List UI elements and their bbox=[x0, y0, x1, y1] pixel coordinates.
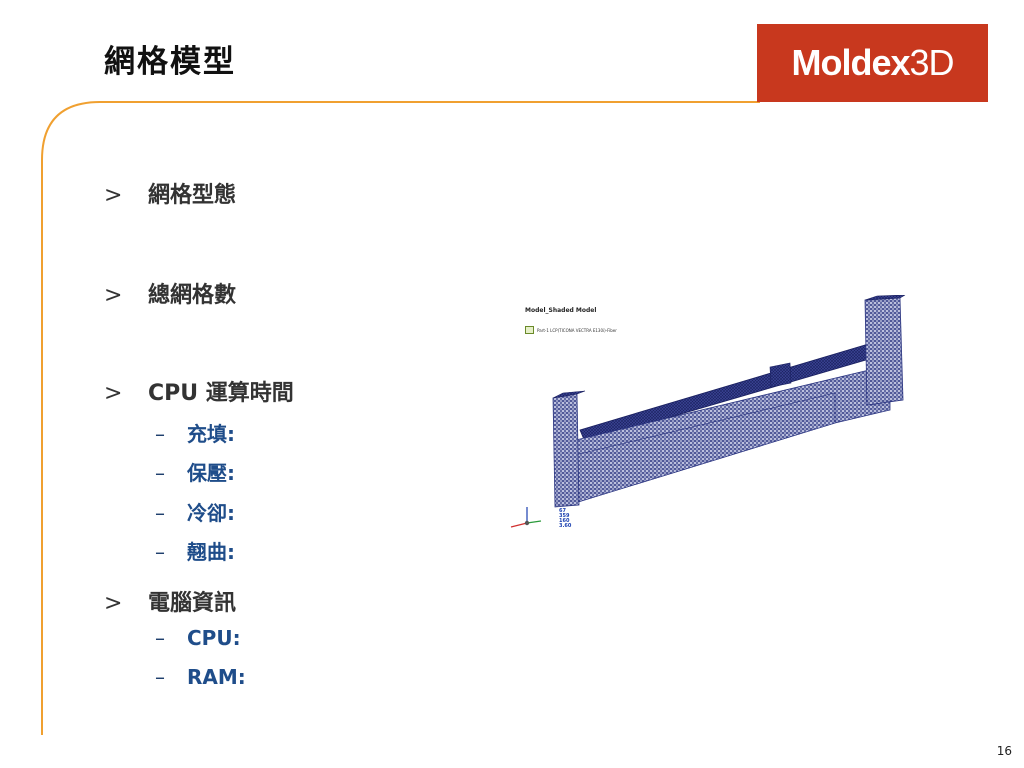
logo-main-text: Moldex bbox=[791, 42, 910, 83]
sub-bullet-filling: – 充填: bbox=[155, 418, 235, 447]
bullet-marker: > bbox=[104, 381, 123, 406]
sub-bullet-marker: – bbox=[155, 665, 165, 689]
sub-bullet-marker: – bbox=[155, 626, 165, 650]
sub-bullet-text: 翹曲: bbox=[187, 540, 235, 564]
bullet-text: 總網格數 bbox=[148, 283, 237, 308]
sub-bullet-cpu: – CPU: bbox=[155, 626, 241, 650]
sub-bullet-warpage: – 翹曲: bbox=[155, 536, 235, 565]
sub-bullet-text: 保壓: bbox=[187, 461, 235, 485]
sub-bullet-marker: – bbox=[155, 422, 165, 446]
sub-bullet-cooling: – 冷卻: bbox=[155, 497, 235, 526]
axis-triad-icon bbox=[510, 507, 542, 528]
page-title: 網格模型 bbox=[104, 44, 236, 80]
page-number: 16 bbox=[996, 744, 1012, 758]
sub-bullet-marker: – bbox=[155, 461, 165, 485]
axis-readout: 67 359 160 3.60 bbox=[559, 509, 571, 529]
readout-value: 359 bbox=[559, 513, 570, 519]
sub-bullet-marker: – bbox=[155, 501, 165, 525]
figure-title: Model_Shaded Model bbox=[525, 307, 597, 314]
sub-bullet-text: 充填: bbox=[187, 422, 235, 446]
bullet-mesh-count: > 總網格數 bbox=[104, 277, 236, 309]
bullet-computer-info: > 電腦資訊 bbox=[104, 585, 236, 617]
sub-bullet-packing: – 保壓: bbox=[155, 457, 235, 486]
bullet-text: 電腦資訊 bbox=[148, 591, 237, 616]
figure-legend: Part-1 LCP(TICONA VECTRA E130i)-Fiber bbox=[525, 326, 617, 334]
logo-suffix-text: 3D bbox=[909, 42, 954, 83]
bullet-mesh-type: > 網格型態 bbox=[104, 177, 236, 209]
readout-value: 67 bbox=[559, 508, 566, 514]
bullet-text: 網格型態 bbox=[148, 183, 237, 208]
readout-value: 3.60 bbox=[559, 523, 572, 529]
bullet-marker: > bbox=[104, 183, 123, 208]
brand-logo: Moldex3D bbox=[757, 24, 988, 102]
legend-text: Part-1 LCP(TICONA VECTRA E130i)-Fiber bbox=[537, 327, 617, 333]
bullet-cpu-time: > CPU 運算時間 bbox=[104, 375, 294, 407]
sub-bullet-text: 冷卻: bbox=[187, 501, 235, 525]
readout-value: 160 bbox=[559, 518, 570, 524]
sub-bullet-marker: – bbox=[155, 540, 165, 564]
bullet-marker: > bbox=[104, 283, 123, 308]
sub-bullet-ram: – RAM: bbox=[155, 665, 246, 689]
mesh-model-image bbox=[510, 295, 906, 528]
bullet-text: CPU 運算時間 bbox=[148, 381, 294, 406]
sub-bullet-text: RAM: bbox=[187, 665, 246, 689]
legend-swatch bbox=[525, 326, 534, 334]
sub-bullet-text: CPU: bbox=[187, 626, 241, 650]
bullet-marker: > bbox=[104, 591, 123, 616]
